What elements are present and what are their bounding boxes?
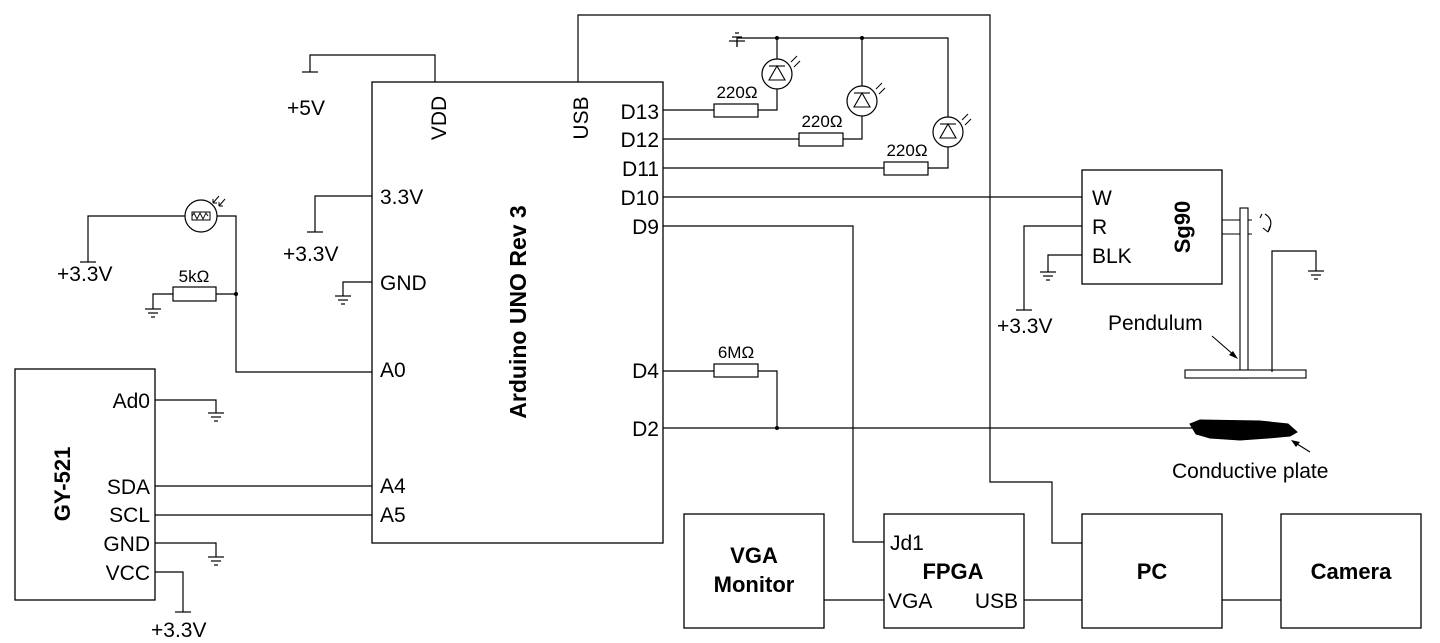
arduino-pin-3v3: 3.3V [380, 186, 423, 209]
wire-gy-vcc [155, 571, 184, 612]
arduino-pin-d2: D2 [632, 418, 659, 441]
resistor-d13-label: 220Ω [716, 83, 757, 102]
wire-pendulum-gnd [1271, 250, 1317, 372]
resistor-d12-label: 220Ω [801, 112, 842, 131]
wire-arduino-3v3 [314, 195, 372, 232]
camera-box [1280, 513, 1422, 629]
conductive-plate-shape [1189, 419, 1298, 441]
pendulum-assembly [1184, 207, 1307, 379]
wire-arduino-usb-pc [577, 14, 1082, 544]
junction-led1 [775, 36, 779, 40]
plate-arrowhead-icon [1291, 440, 1300, 447]
led-1-icon [761, 55, 801, 90]
gy521-pin-ad0: Ad0 [113, 390, 150, 413]
supply-gy-3v3-label: +3.3V [151, 619, 206, 642]
arduino-pin-d11: D11 [622, 158, 659, 181]
ground-arduino-icon [334, 289, 352, 305]
wire-6m-d2 [758, 370, 778, 428]
supply-5v-label: +5V [287, 97, 325, 120]
resistor-5k [172, 286, 217, 302]
resistor-6m-label: 6MΩ [718, 343, 754, 362]
pendulum-pointer [1211, 335, 1236, 357]
gy521-pin-gnd: GND [103, 533, 150, 556]
arduino-pin-d13: D13 [620, 101, 659, 124]
ground-gy-icon [207, 550, 225, 566]
pc-title: PC [1137, 559, 1168, 584]
wire-ldr-a0 [217, 215, 372, 373]
resistor-5k-label: 5kΩ [179, 267, 210, 286]
arduino-pin-d9: D9 [632, 216, 659, 239]
servo-title: Sg90 [1170, 201, 1195, 254]
resistor-d11 [883, 161, 929, 176]
gy521-title: GY-521 [50, 447, 75, 522]
supply-ldr-3v3-label: +3.3V [57, 263, 112, 286]
gy521-module [14, 368, 156, 601]
arduino-pin-gnd: GND [380, 272, 427, 295]
servo-sg90 [1081, 169, 1223, 285]
wire-r13-led1 [758, 89, 778, 111]
pc-box [1081, 513, 1223, 629]
fpga-title: FPGA [922, 559, 983, 584]
servo-pin-blk: BLK [1092, 245, 1132, 268]
ground-servo-icon [1039, 265, 1057, 281]
ground-pendulum-icon [1307, 264, 1325, 280]
fpga-pin-jd1: Jd1 [890, 532, 924, 555]
wire-gy-gnd [155, 542, 217, 551]
arduino-pin-a0: A0 [380, 359, 406, 382]
photoresistor-icon [184, 195, 226, 233]
junction-led2 [860, 36, 864, 40]
pendulum-label: Pendulum [1108, 312, 1203, 335]
wire-vdd [309, 54, 436, 82]
wire-servo-r [1023, 225, 1082, 310]
gy521-pin-vcc: VCC [106, 562, 150, 585]
ground-5k-icon [144, 302, 162, 318]
supply-servo-3v3-label: +3.3V [997, 315, 1052, 338]
arduino-board [371, 81, 664, 544]
wire-r12-led2 [843, 116, 863, 140]
camera-title: Camera [1311, 559, 1392, 584]
servo-pin-w: W [1092, 187, 1112, 210]
fpga-pin-usb: USB [975, 590, 1018, 613]
led-3-icon [932, 113, 972, 148]
resistor-d13 [713, 103, 759, 118]
resistor-d12 [798, 132, 844, 147]
wire-d9-jd1 [663, 225, 884, 543]
conductive-plate-label: Conductive plate [1172, 460, 1328, 483]
arduino-pin-a4: A4 [380, 475, 406, 498]
vga-monitor-line1: VGA [730, 543, 778, 568]
wire-servo-blk [1047, 254, 1082, 266]
arduino-pin-d10: D10 [620, 187, 659, 210]
arduino-pin-a5: A5 [380, 504, 406, 527]
resistor-d11-label: 220Ω [886, 141, 927, 160]
wire-ldr-3v3 [87, 215, 185, 262]
wire-arduino-gnd [342, 281, 372, 290]
ground-ad0-icon [207, 406, 225, 422]
gy521-pin-sda: SDA [107, 476, 150, 499]
arduino-usb-label: USB [570, 96, 593, 139]
arduino-vdd-label: VDD [428, 96, 451, 140]
vga-monitor-line2: Monitor [714, 572, 795, 597]
wire-ad0-gnd [155, 399, 217, 407]
wire-5k-gnd [152, 293, 173, 303]
supply-arduino-3v3-label: +3.3V [283, 243, 338, 266]
gy521-pin-scl: SCL [109, 504, 150, 527]
arduino-title: Arduino UNO Rev 3 [505, 205, 531, 418]
arduino-pin-d4: D4 [632, 360, 659, 383]
vga-monitor-box [683, 513, 825, 629]
pendulum-arrowhead-icon [1229, 351, 1238, 359]
fpga-pin-vga: VGA [888, 590, 932, 613]
fpga-box [883, 513, 1025, 629]
wire-r11-led3 [928, 147, 949, 169]
led-2-icon [846, 82, 886, 117]
arduino-pin-d12: D12 [620, 129, 659, 152]
servo-pin-r: R [1092, 216, 1107, 239]
resistor-6m [713, 363, 759, 378]
